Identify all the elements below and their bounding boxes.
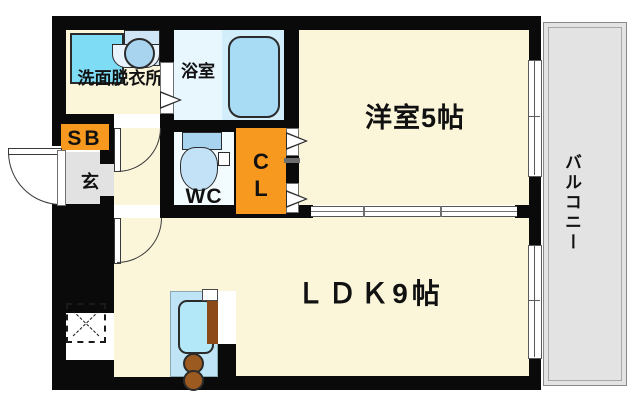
exterior-wall-left-strip: [52, 217, 66, 390]
partition-end-left: [299, 205, 313, 218]
closet-area: [236, 128, 286, 214]
exterior-wall-right-mid: [527, 175, 541, 245]
pipe-shaft-marker: [66, 303, 106, 343]
toilet-bowl: [180, 147, 218, 191]
shoe-box-area: [61, 124, 109, 150]
wall-wc-left: [160, 128, 174, 218]
exterior-wall-right-top: [527, 16, 541, 60]
closet-label-top: C: [253, 149, 269, 174]
toilet-lever: [218, 152, 230, 166]
entrance-label: 玄: [81, 172, 99, 192]
bedroom-entry-arrow-lower: [286, 190, 308, 208]
washroom-label: 洗面脱衣所: [77, 69, 163, 88]
wall-hall-bottom: [52, 204, 114, 218]
bedroom-window-mullion: [528, 116, 540, 118]
partition-mullion-2: [440, 206, 442, 217]
bathroom-label: 浴室: [181, 62, 215, 81]
vanity-sink: [124, 38, 155, 69]
ldk-door-opening: [114, 205, 160, 218]
entrance-door-swing-arc: [8, 152, 61, 205]
bedroom-label: 洋室5帖: [364, 103, 466, 133]
refrigerator-corner-mark: [202, 289, 218, 301]
toilet-label: WC: [185, 185, 223, 208]
shoe-box-label: SB: [67, 127, 103, 150]
partition-center-line: [311, 211, 517, 212]
balcony-label: バルコニー: [562, 153, 581, 253]
bathroom-sliding-door-arrow: [160, 91, 182, 109]
ldk-floor-upper-left: [114, 313, 174, 377]
kitchen-back-wall: [218, 291, 236, 344]
partition-end-right: [515, 205, 529, 218]
entrance-door-jamb: [57, 150, 66, 206]
exterior-wall-bottom: [52, 376, 541, 390]
washroom-door-opening: [114, 114, 160, 128]
exterior-wall-right-bottom: [527, 357, 541, 390]
exterior-wall-left-upper: [52, 16, 66, 143]
balcony-outline-inner: [548, 27, 622, 381]
stove-burner-bottom: [183, 370, 204, 391]
wall-ldk-kitchen-right: [214, 344, 236, 377]
bedroom-floor: [299, 30, 529, 205]
refrigerator-space: [207, 295, 221, 344]
balcony-outline: [543, 22, 627, 386]
ldk-window-mullion: [528, 300, 540, 302]
bathtub: [228, 36, 280, 118]
wall-bath-right: [284, 16, 299, 120]
ldk-label: ＬＤＫ9帖: [296, 278, 444, 309]
closet-label-bottom: L: [254, 176, 268, 201]
bedroom-entry-arrow-upper: [286, 132, 308, 150]
bedroom-entry-wall-stub: [284, 158, 300, 163]
balcony-area: [543, 22, 627, 386]
bedroom-window-center-line: [534, 60, 536, 175]
partition-mullion-1: [363, 206, 365, 217]
